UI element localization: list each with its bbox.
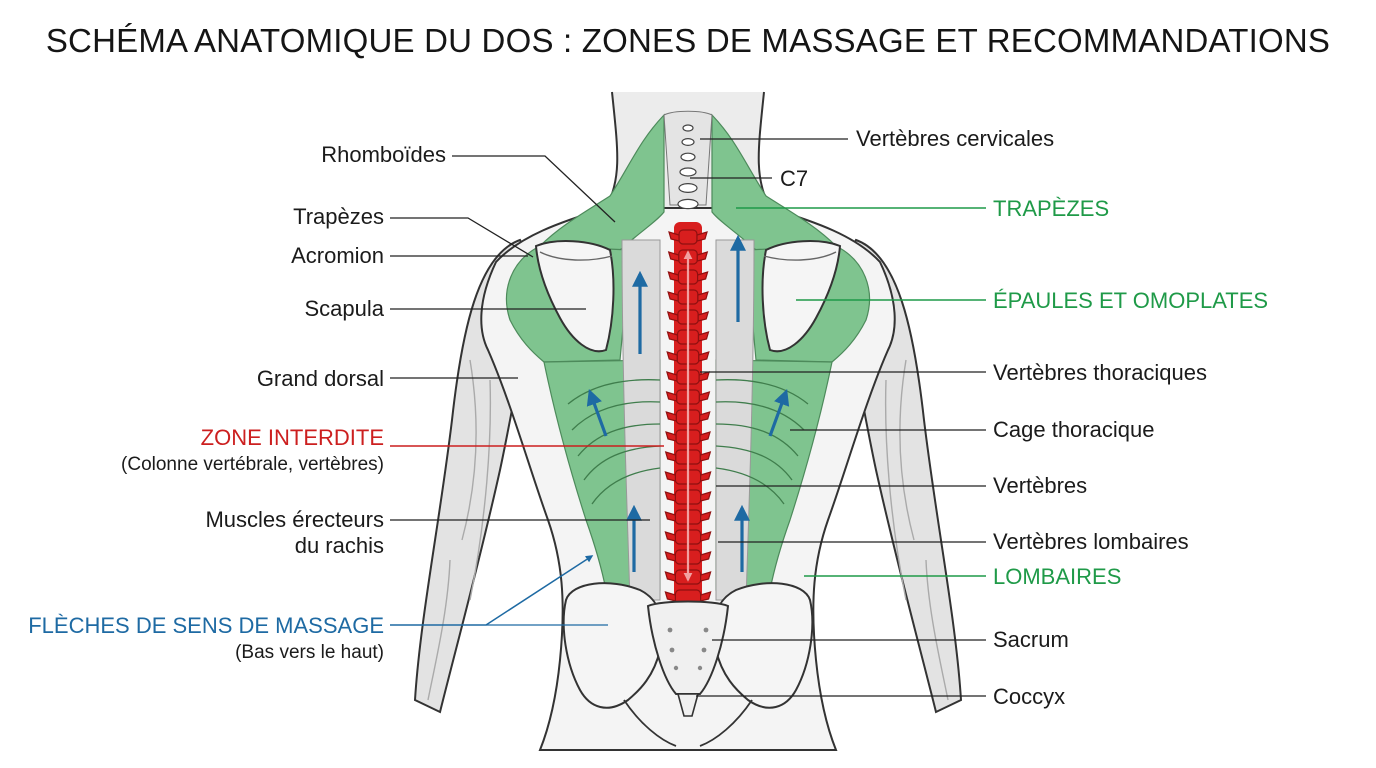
label-lombaires-zone: LOMBAIRES	[993, 564, 1121, 590]
label-trapezes: Trapèzes	[293, 204, 384, 230]
label-trapezes-zone: TRAPÈZES	[993, 196, 1109, 222]
vertebra	[679, 230, 697, 244]
label-vertebres-thoraciques: Vertèbres thoraciques	[993, 360, 1207, 386]
label-acromion: Acromion	[291, 243, 384, 269]
label-grand-dorsal: Grand dorsal	[257, 366, 384, 392]
label-coccyx: Coccyx	[993, 684, 1065, 710]
label-erecteurs-line1: Muscles érecteurs	[205, 507, 384, 533]
label-c7: C7	[780, 166, 808, 192]
label-fleches: FLÈCHES DE SENS DE MASSAGE	[28, 613, 384, 639]
label-fleches-note: (Bas vers le haut)	[235, 640, 384, 666]
label-zone-interdite: ZONE INTERDITE	[201, 425, 384, 451]
label-sacrum: Sacrum	[993, 627, 1069, 653]
label-epaules-omoplates: ÉPAULES ET OMOPLATES	[993, 288, 1268, 314]
label-cage-thoracique: Cage thoracique	[993, 417, 1154, 443]
label-vertebres: Vertèbres	[993, 473, 1087, 499]
label-scapula: Scapula	[304, 296, 384, 322]
label-vertebres-cervicales: Vertèbres cervicales	[856, 126, 1054, 152]
label-erecteurs-line2: du rachis	[295, 533, 384, 559]
label-rhomboides: Rhomboïdes	[321, 142, 446, 168]
label-vertebres-lombaires: Vertèbres lombaires	[993, 529, 1189, 555]
label-zone-interdite-note: (Colonne vertébrale, vertèbres)	[121, 452, 384, 478]
